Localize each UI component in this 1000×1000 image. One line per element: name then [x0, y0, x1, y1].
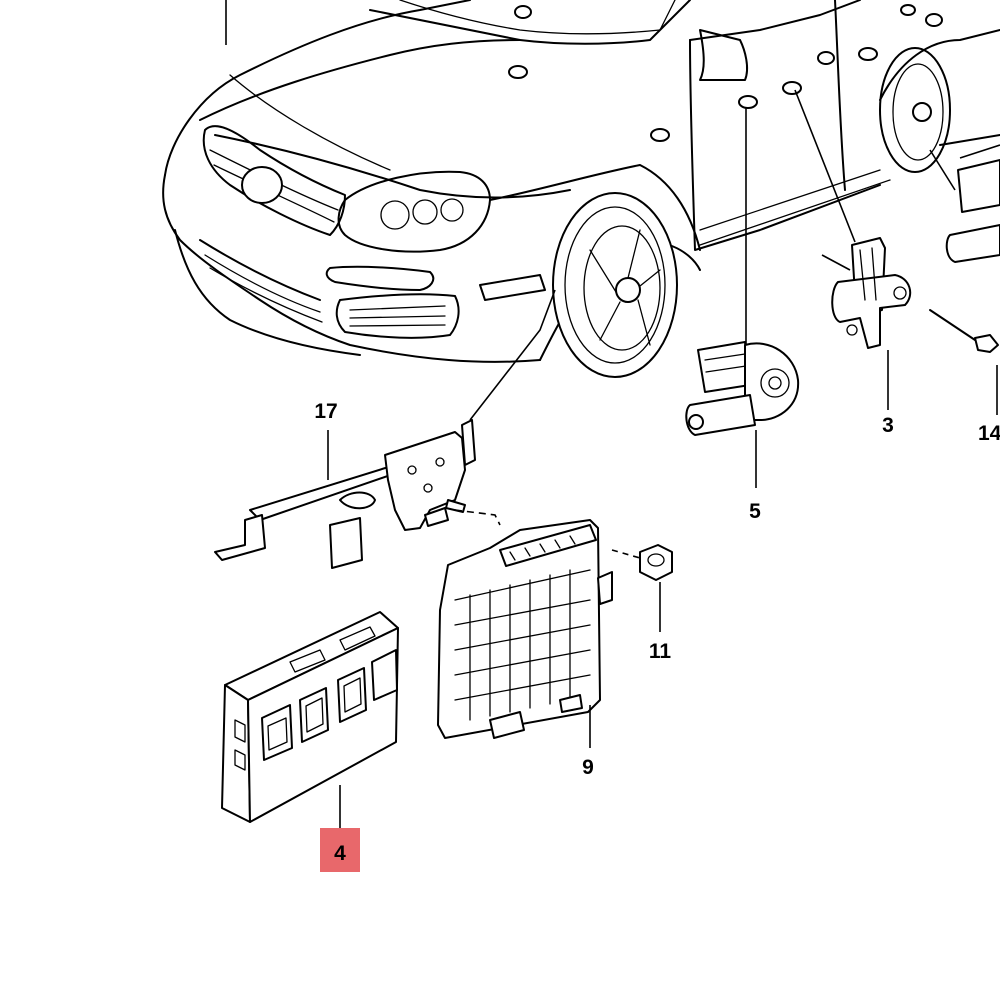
callout-17[interactable]: 17 — [314, 400, 337, 423]
callout-4-highlight — [320, 828, 360, 872]
front-wheel — [552, 192, 678, 378]
part-14-component — [929, 144, 1000, 415]
callout-5[interactable]: 5 — [749, 500, 761, 523]
callout-11[interactable]: 11 — [649, 640, 672, 663]
rear-wheel — [879, 47, 951, 173]
part-4-control-module — [221, 611, 399, 828]
part-9-carrier — [437, 519, 613, 748]
vehicle-illustration — [162, 0, 1000, 378]
part-3-bracket — [794, 89, 912, 410]
part-5-window-motor — [685, 108, 800, 488]
callout-4[interactable]: 4 — [334, 842, 346, 865]
callout-14[interactable]: 14 — [978, 422, 1000, 445]
part-11-nut — [611, 544, 673, 632]
callout-labels: 17 5 3 14 11 9 4 — [314, 400, 1000, 872]
part-17-bracket — [214, 289, 556, 569]
callout-9[interactable]: 9 — [582, 756, 594, 779]
callout-3[interactable]: 3 — [882, 414, 894, 437]
